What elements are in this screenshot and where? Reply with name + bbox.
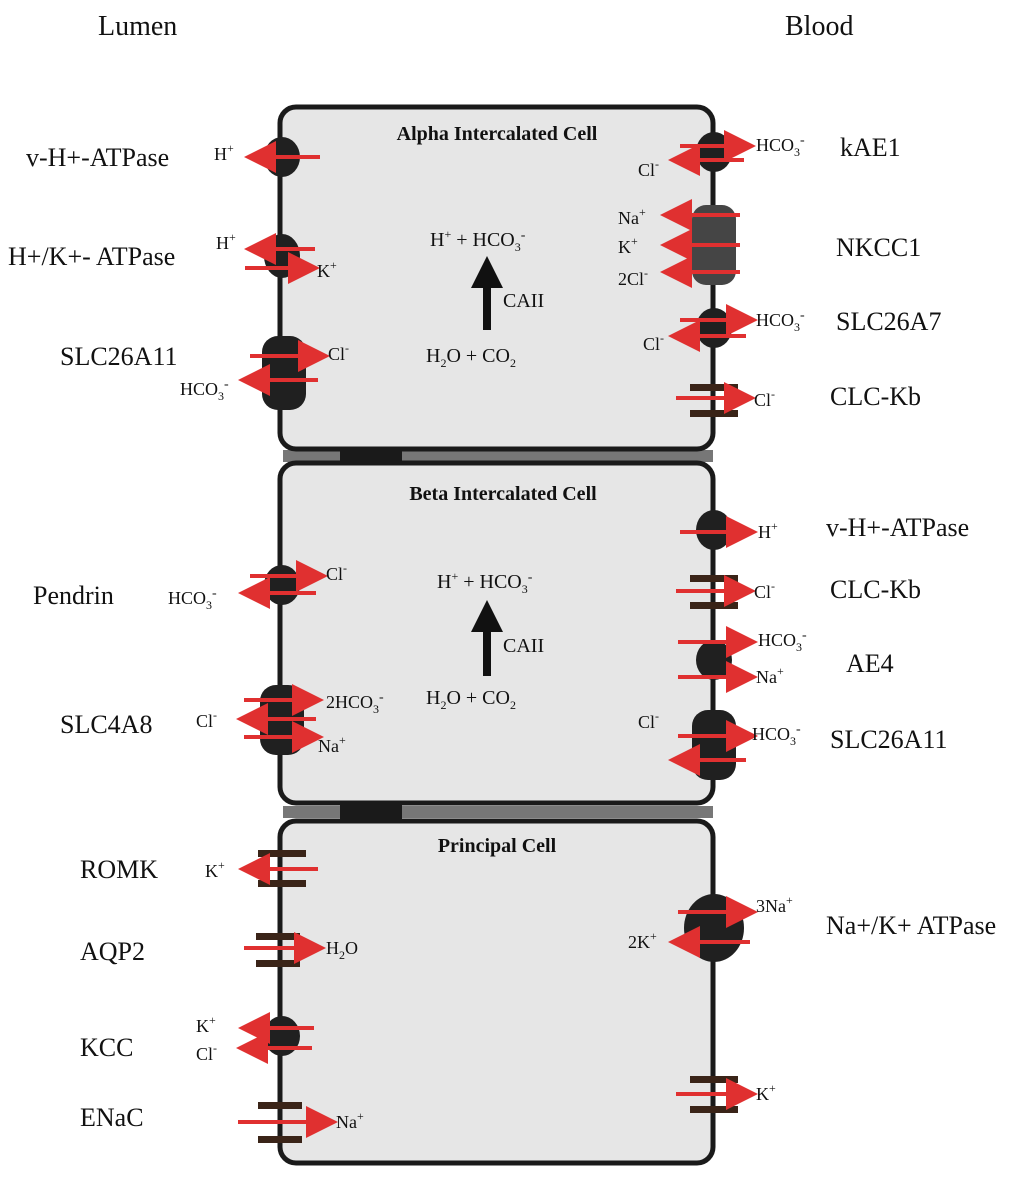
ion-3na: 3Na+ — [756, 893, 793, 916]
beta-eq-top: H+ + HCO3- — [437, 569, 533, 596]
slc26a11-transporter — [262, 336, 306, 410]
ion-h-beta: H+ — [758, 519, 778, 542]
lumen-label: Lumen — [98, 11, 177, 42]
pendrin-transporter — [264, 565, 300, 605]
alpha-right-label-0: kAE1 — [840, 133, 901, 162]
clc-kb-channel-top — [690, 384, 738, 391]
beta-enzyme: CAII — [503, 635, 544, 657]
alpha-right-label-1: NKCC1 — [836, 233, 921, 262]
beta-right-label-3: SLC26A11 — [830, 725, 948, 754]
ion-k-blood: K+ — [756, 1081, 776, 1104]
ion-hco3: HCO3- — [180, 377, 229, 403]
ion-2k: 2K+ — [628, 929, 657, 952]
alpha-right-label-2: SLC26A7 — [836, 307, 941, 336]
slc26a7-transporter — [696, 308, 732, 348]
ion-cl-slc26a11: Cl- — [638, 709, 659, 732]
k-channel-bottom — [690, 1106, 738, 1113]
ion-cl: Cl- — [328, 341, 349, 364]
clc-kb-channel-beta-bottom — [690, 602, 738, 609]
alpha-intercalated-cell — [277, 104, 716, 452]
beta-right-label-0: v-H+-ATPase — [826, 513, 969, 542]
romk-channel-bottom — [258, 880, 306, 887]
ion-cl-r2: Cl- — [643, 331, 664, 354]
ion-cl-r1: Cl- — [638, 157, 659, 180]
ion-na-ae4: Na+ — [756, 664, 784, 687]
ion-h-2: H+ — [216, 230, 236, 253]
ion-hco3-r1: HCO3- — [756, 133, 805, 159]
beta-intercalated-cell — [277, 460, 716, 806]
ion-cl-kcc: Cl- — [196, 1041, 217, 1064]
ion-hco3-r2: HCO3- — [756, 308, 805, 334]
alpha-cell-title: Alpha Intercalated Cell — [397, 123, 598, 145]
aqp2-channel-top — [256, 933, 300, 940]
beta-eq-bottom: H2O + CO2 — [426, 687, 516, 712]
enac-channel-bottom — [258, 1136, 302, 1143]
beta-left-label-1: SLC4A8 — [60, 710, 152, 739]
k-channel-top — [690, 1076, 738, 1083]
beta-right-label-2: AE4 — [846, 649, 894, 678]
ion-k-kcc: K+ — [196, 1013, 216, 1036]
enac-channel-top — [258, 1102, 302, 1109]
alpha-eq-bottom: H2O + CO2 — [426, 345, 516, 370]
beta-left-label-0: Pendrin — [33, 581, 114, 610]
kae1-transporter — [696, 132, 732, 172]
alpha-left-label-2: SLC26A11 — [60, 342, 178, 371]
principal-right-label-0: Na+/K+ ATPase — [826, 911, 996, 940]
aqp2-channel-bottom — [256, 960, 300, 967]
beta-right-label-1: CLC-Kb — [830, 575, 921, 604]
clc-kb-channel-beta-top — [690, 575, 738, 582]
ion-h: H+ — [214, 141, 234, 164]
clc-kb-channel-bottom — [690, 410, 738, 417]
principal-left-label-0: ROMK — [80, 855, 158, 884]
principal-cell-title: Principal Cell — [438, 835, 557, 857]
ae4-transporter — [696, 640, 732, 680]
h-k-atpase-transporter — [264, 234, 300, 278]
alpha-enzyme: CAII — [503, 290, 544, 312]
romk-channel-top — [258, 850, 306, 857]
alpha-left-label-0: v-H+-ATPase — [26, 143, 169, 172]
na-k-atpase-transporter — [684, 894, 744, 962]
alpha-eq-top: H+ + HCO3- — [430, 227, 526, 254]
ion-cl-beta-2: Cl- — [196, 708, 217, 731]
ion-hco3-slc26a11: HCO3- — [752, 722, 801, 748]
ion-k-romk: K+ — [205, 858, 225, 881]
tight-junction-2 — [340, 803, 402, 820]
ion-cl-beta-r: Cl- — [754, 579, 775, 602]
alpha-left-label-1: H+/K+- ATPase — [8, 242, 175, 271]
slc26a11-transporter-beta — [692, 710, 736, 780]
principal-left-label-1: AQP2 — [80, 937, 145, 966]
beta-cell-title: Beta Intercalated Cell — [409, 483, 597, 505]
blood-label: Blood — [785, 11, 853, 42]
ion-cl-r3: Cl- — [754, 387, 775, 410]
ion-2cl-r: 2Cl- — [618, 266, 648, 289]
ion-hco3-ae4: HCO3- — [758, 628, 807, 654]
ion-cl-beta: Cl- — [326, 561, 347, 584]
principal-left-label-2: KCC — [80, 1033, 133, 1062]
alpha-right-label-3: CLC-Kb — [830, 382, 921, 411]
ion-hco3-beta: HCO3- — [168, 586, 217, 612]
principal-cell — [277, 818, 716, 1166]
principal-left-label-3: ENaC — [80, 1103, 144, 1132]
